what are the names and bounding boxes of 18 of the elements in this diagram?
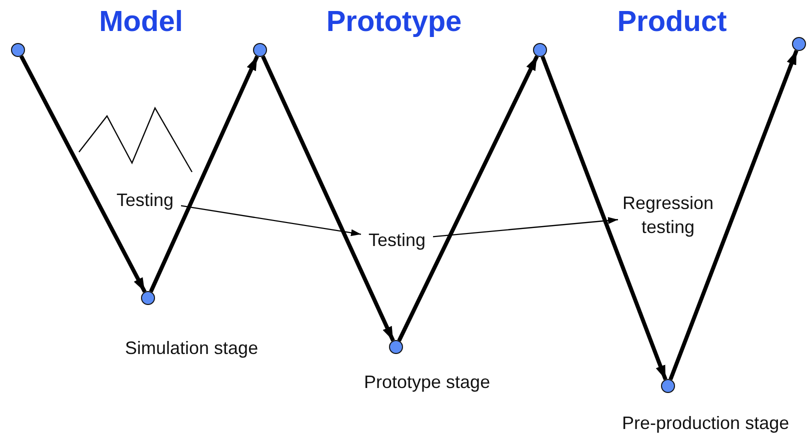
flow-arrow (432, 217, 618, 238)
phase-title: Prototype (326, 6, 462, 39)
phase-title: Product (617, 6, 727, 39)
stage-arrow (668, 50, 798, 380)
stage-arrow (397, 55, 539, 342)
stage-caption: Simulation stage (125, 338, 258, 359)
stage-caption: Prototype stage (364, 372, 490, 393)
milestone-dot (533, 43, 547, 57)
stage-arrow (19, 55, 147, 293)
stage-arrow (149, 56, 259, 292)
stage-arrow (261, 56, 395, 342)
flow-arrow (180, 205, 362, 236)
milestone-dot (253, 43, 267, 57)
stage-caption: Pre-production stage (622, 413, 790, 434)
milestone-dot (792, 37, 806, 51)
stage-arrow (540, 56, 668, 380)
phase-title: Model (99, 6, 183, 39)
milestone-dot (11, 43, 25, 57)
